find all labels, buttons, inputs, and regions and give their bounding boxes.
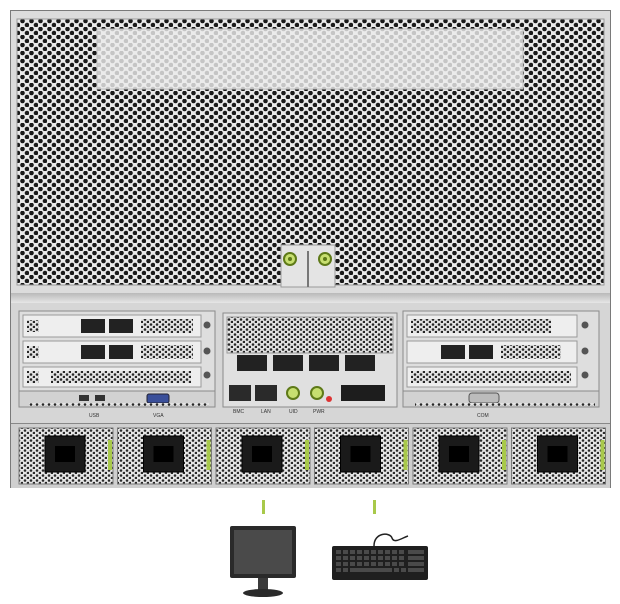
serial-port-label: COM <box>477 413 489 419</box>
usb-port-label: USB <box>89 413 100 419</box>
psu-bay[interactable] <box>511 427 606 485</box>
monitor-icon <box>230 526 296 597</box>
monitor-connection-line <box>262 500 265 514</box>
keyboard-connection-line <box>373 500 376 514</box>
io-module-row: USB VGA BMC LAN UID PWR COM <box>11 303 610 424</box>
psu-bay[interactable] <box>314 427 409 485</box>
vga-port-label: VGA <box>153 413 164 419</box>
io-module-art <box>18 310 600 408</box>
lan-port-label: LAN <box>261 409 271 415</box>
hex-mesh <box>16 18 605 288</box>
center-handle[interactable] <box>280 244 336 288</box>
power-button-label: PWR <box>313 409 325 415</box>
psu-bay[interactable] <box>215 427 311 485</box>
uid-button-label: UID <box>289 409 298 415</box>
keyboard-icon <box>332 533 428 580</box>
psu-bays <box>18 427 606 485</box>
psu-row <box>11 424 610 488</box>
psu-bay[interactable] <box>412 427 508 485</box>
top-vent-grille <box>11 11 610 294</box>
psu-bay[interactable] <box>117 427 212 485</box>
server-chassis: USB VGA BMC LAN UID PWR COM <box>10 10 611 488</box>
bmc-port-label: BMC <box>233 409 245 415</box>
psu-bay[interactable] <box>18 427 114 485</box>
